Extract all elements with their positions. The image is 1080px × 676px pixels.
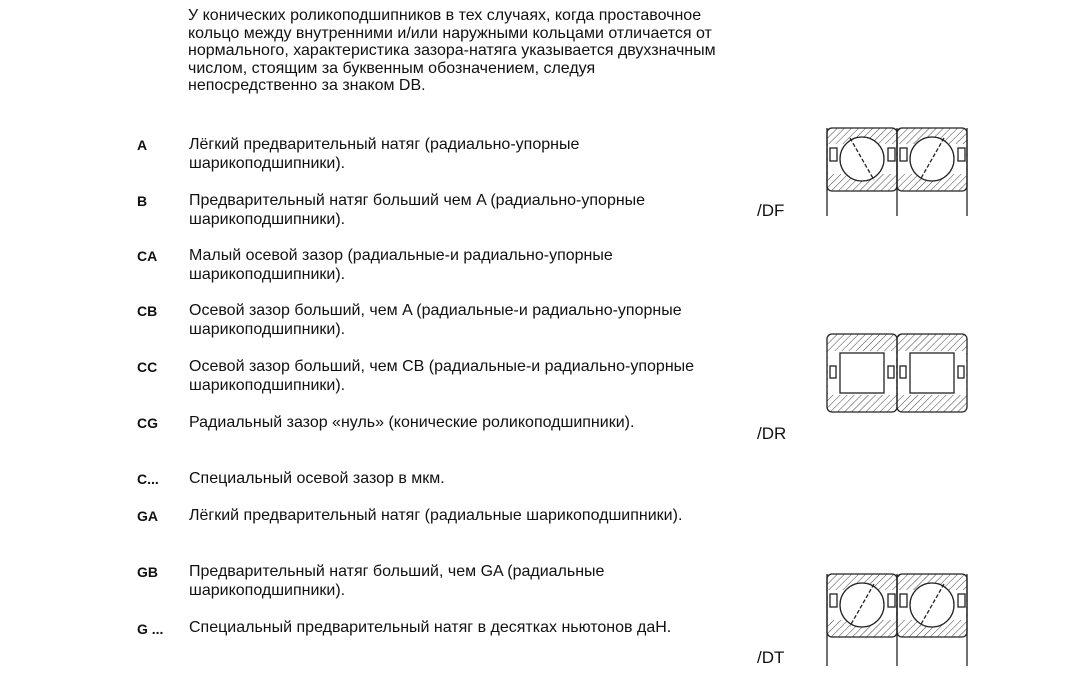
item-code: GB (137, 564, 158, 580)
item-code: CA (137, 248, 158, 264)
item-description: Специальный осевой зазор в мкм. (189, 470, 445, 487)
intro-paragraph: У конических роликоподшипников в тех слу… (188, 7, 716, 95)
item-code: C... (137, 471, 159, 487)
item-code: A (137, 137, 148, 153)
item-description: Специальный предварительный натяг в деся… (189, 619, 672, 636)
item-description: Предварительный натяг больший, чем GA (р… (189, 563, 605, 599)
item-description: Осевой зазор больший, чем A (радиальные-… (189, 302, 682, 338)
item-description: Лёгкий предварительный натяг (радиальные… (189, 507, 683, 524)
bearing-dr-diagram (826, 333, 968, 413)
item-code: CC (137, 359, 158, 375)
item-description: Малый осевой зазор (радиальные-и радиаль… (189, 247, 613, 283)
bearing-dt-diagram (826, 573, 968, 666)
diagram-label-dr: /DR (757, 424, 787, 443)
diagram-label-dt: /DT (757, 648, 785, 667)
item-code: B (137, 193, 148, 209)
item-code: GA (137, 508, 158, 524)
item-code: CB (137, 303, 158, 319)
item-description: Предварительный натяг больший чем A (рад… (189, 192, 646, 228)
item-description: Осевой зазор больший, чем CB (радиальные… (189, 358, 695, 394)
item-description: Лёгкий предварительный натяг (радиально-… (189, 136, 580, 172)
item-description: Радиальный зазор «нуль» (конические роли… (189, 414, 635, 431)
diagram-label-df: /DF (757, 201, 785, 220)
item-code: G ... (137, 621, 164, 637)
bearing-df-diagram (826, 127, 968, 216)
item-code: CG (137, 415, 158, 431)
